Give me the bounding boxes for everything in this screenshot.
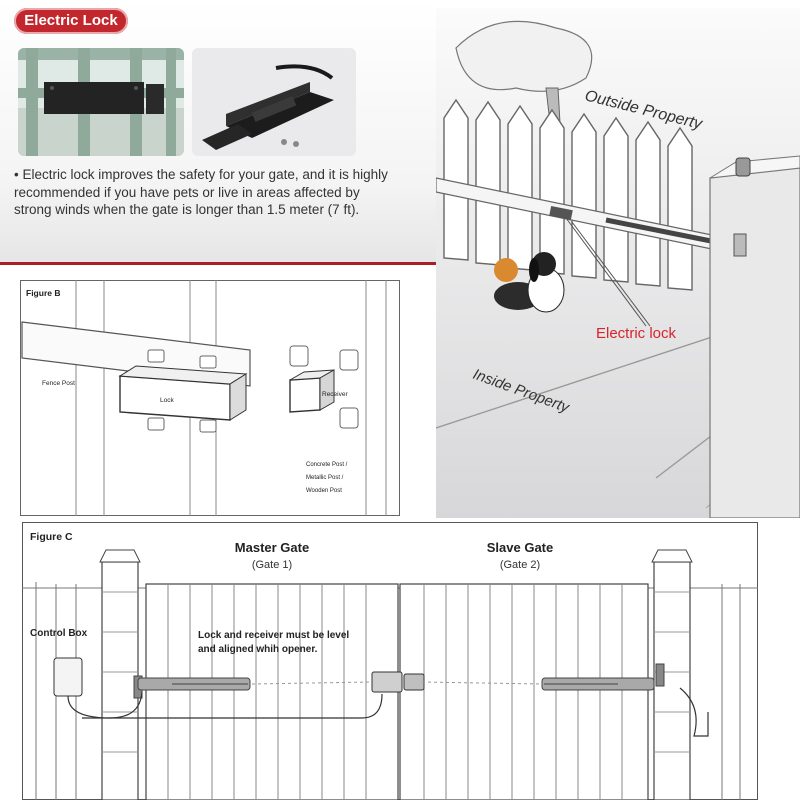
master-gate-sub-label: (Gate 1) [252,559,292,571]
description-text: • Electric lock improves the safety for … [14,167,388,217]
post-type-line-3: Wooden Post [306,488,342,494]
section-badge: Electric Lock [14,8,128,34]
slave-gate-label: Slave Gate [487,540,554,555]
figure-c-diagram: Figure C Master Gate (Gate 1) Slave Gate… [22,522,758,800]
gate-scene-illustration: Outside Property Electric lock Inside Pr… [436,8,800,518]
lock-product-photo [192,48,356,156]
divider-line [0,262,436,265]
figure-b-diagram: Figure B Fence Post Lock Receiver Concre… [20,280,400,516]
post-type-line-2: Metallic Post / [306,475,344,481]
gate-lock-photo [18,48,184,156]
electric-lock-label: Electric lock [596,325,677,342]
fence-post-label: Fence Post [42,380,75,387]
figure-c-title: Figure C [30,531,73,543]
slave-gate-sub-label: (Gate 2) [500,559,540,571]
alignment-note-line-2: and aligned whih opener. [198,644,318,655]
post-type-line-1: Concrete Post / [306,462,348,468]
lock-part-label: Lock [160,397,174,404]
control-box-label: Control Box [30,628,88,639]
alignment-note-line-1: Lock and receiver must be level [198,630,349,641]
receiver-label: Receiver [322,391,348,398]
figure-b-title: Figure B [26,288,60,298]
master-gate-label: Master Gate [235,540,309,555]
